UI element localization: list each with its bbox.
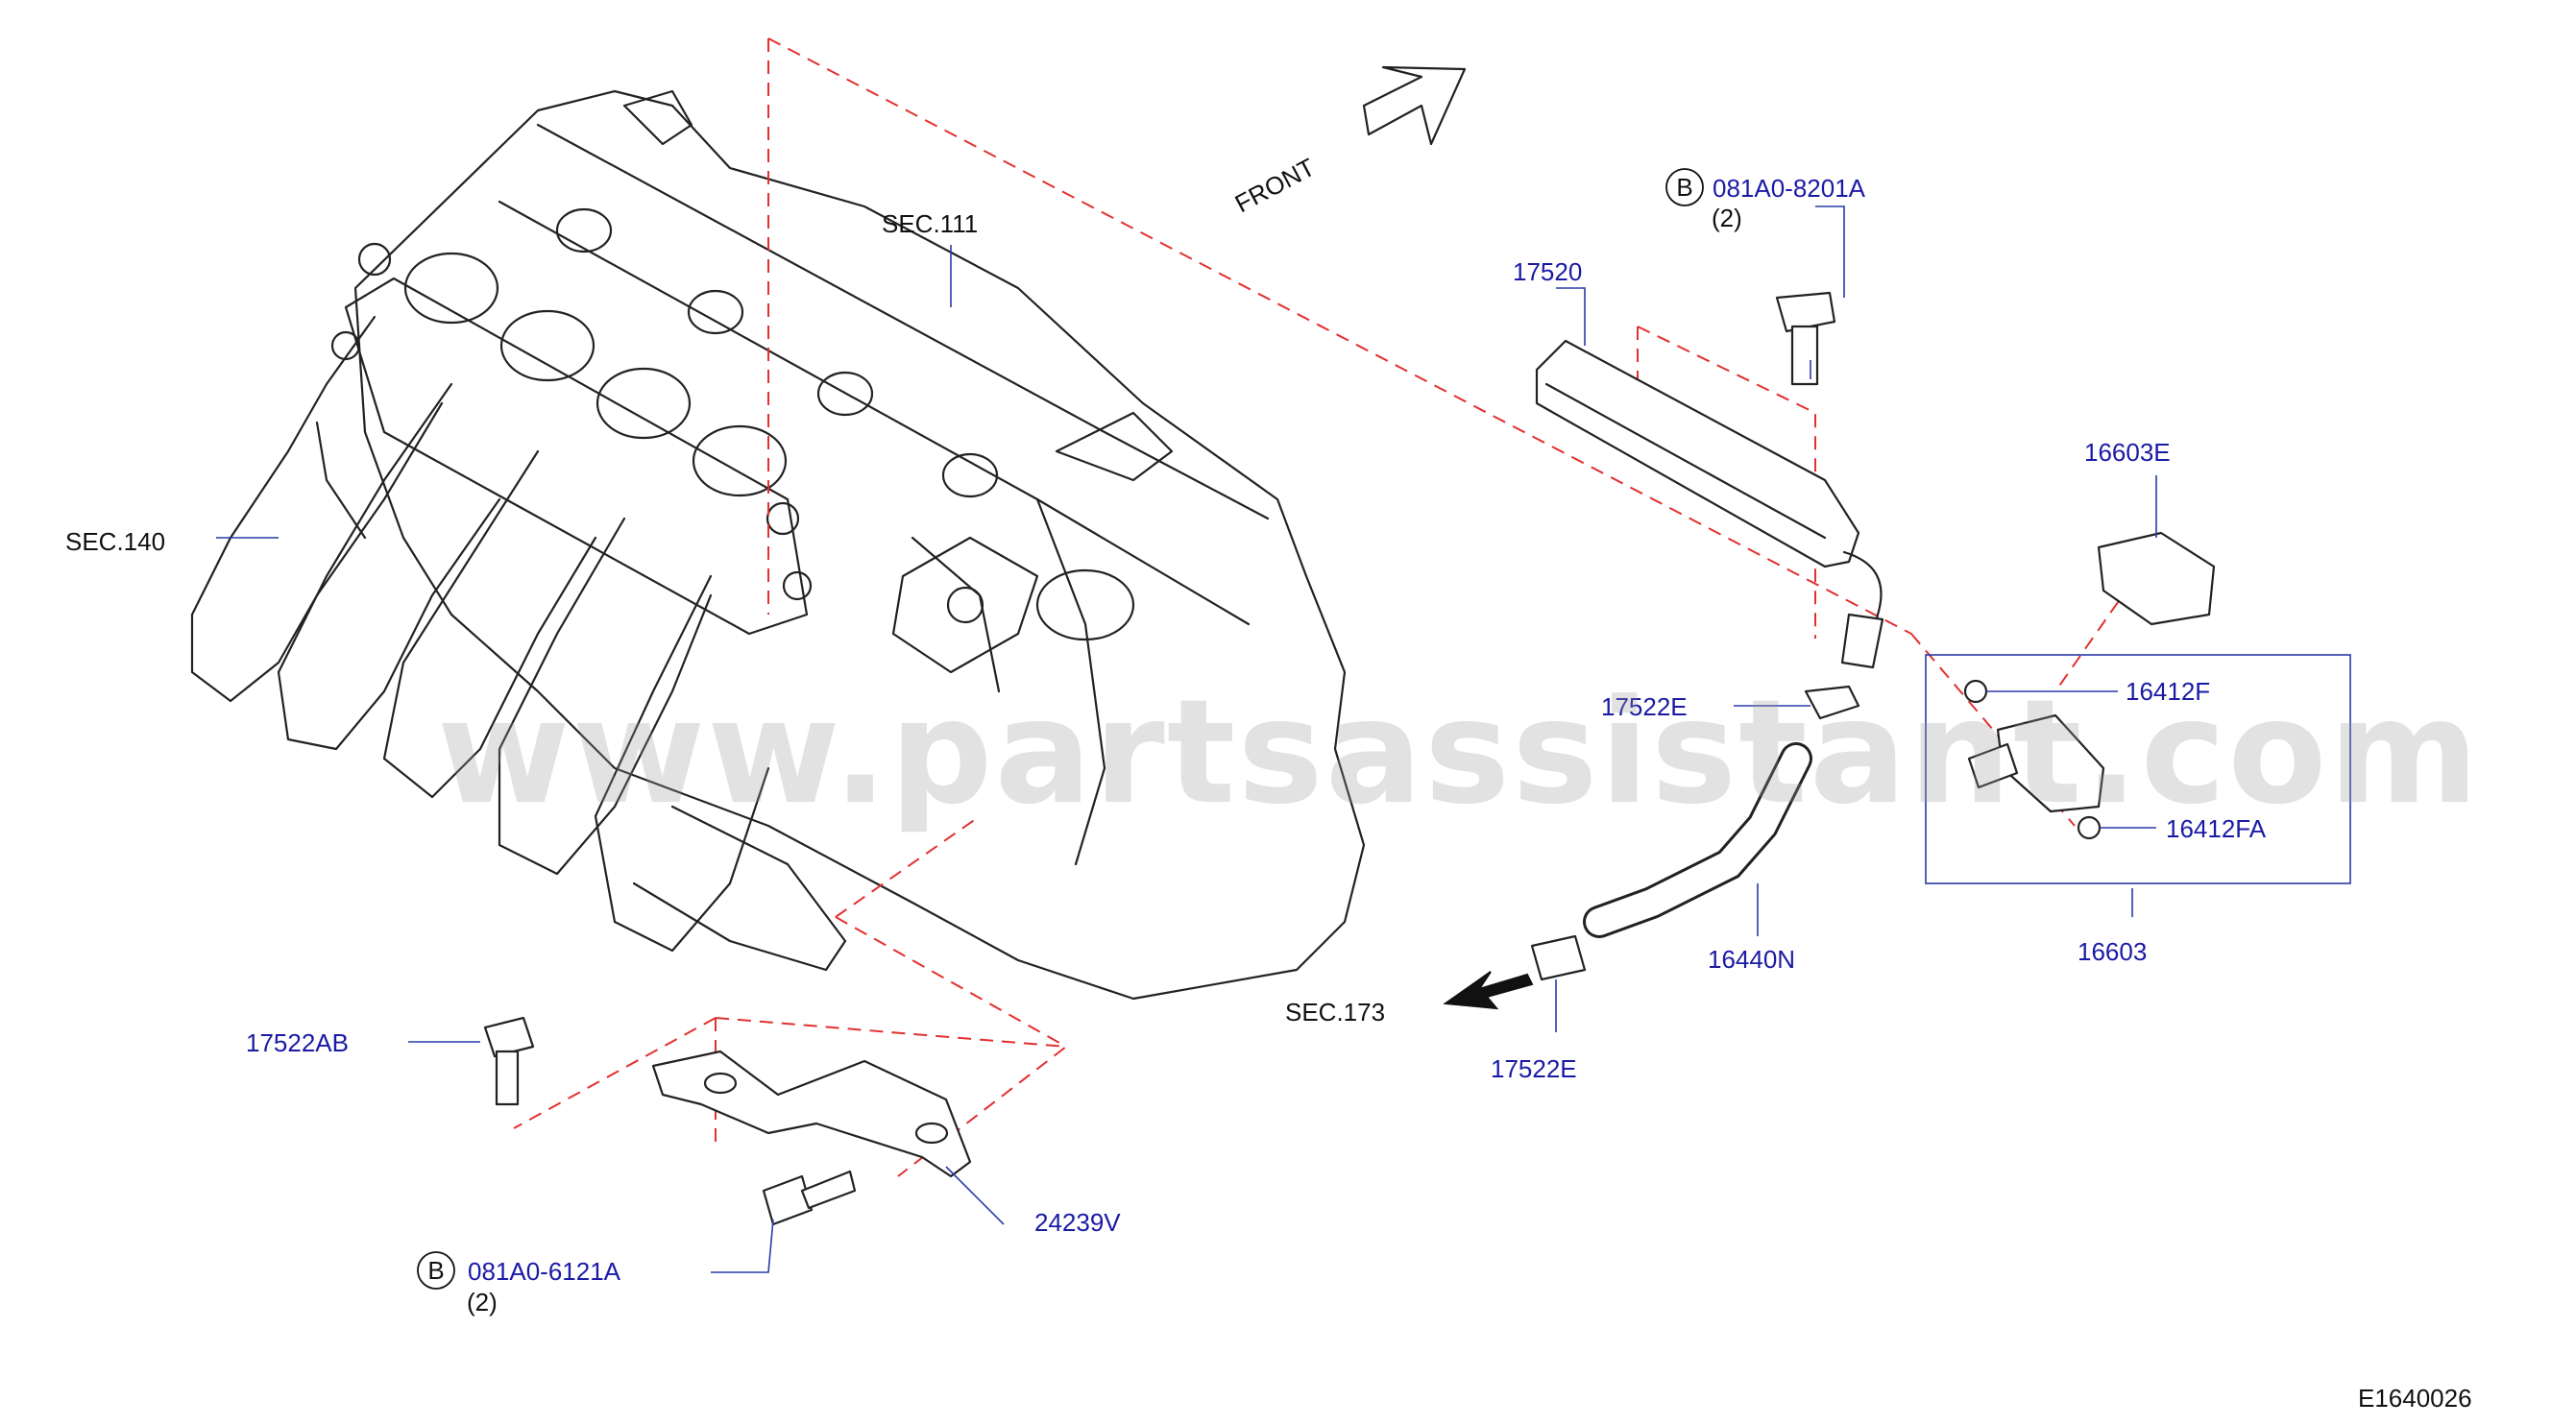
label-17520: 17520 <box>1513 257 1582 286</box>
watermark: www.partsassistant.com <box>437 669 2481 836</box>
fuel-rail <box>1535 339 1884 669</box>
svg-text:B: B <box>1676 173 1692 202</box>
label-17522ab: 17522AB <box>246 1028 349 1057</box>
diagram-id: E1640026 <box>2358 1384 2472 1413</box>
bolt-bottom-code: 081A0-6121A <box>468 1257 621 1286</box>
bracket-24239v <box>651 1050 972 1178</box>
fuel-hose <box>1583 742 1812 938</box>
label-16440n: 16440N <box>1708 945 1795 974</box>
label-17522e-bottom: 17522E <box>1491 1054 1577 1083</box>
label-17522e-top: 17522E <box>1601 692 1688 721</box>
circle-b-bottom: B <box>417 1251 455 1290</box>
label-16412f: 16412F <box>2126 677 2210 706</box>
front-arrow-icon <box>1362 65 1467 146</box>
injector-group-box <box>1925 654 2351 884</box>
label-24239v: 24239V <box>1034 1208 1121 1237</box>
bolt-bottom-qty: (2) <box>467 1288 498 1316</box>
bolt-bottom <box>762 1170 857 1226</box>
circle-b-top: B <box>1665 168 1704 206</box>
sec140-label: SEC.140 <box>65 527 165 556</box>
svg-text:B: B <box>427 1256 444 1285</box>
bolt-top <box>1775 291 1836 386</box>
label-16603e: 16603E <box>2084 438 2171 467</box>
front-label: FRONT <box>1230 153 1320 219</box>
connector-16603e <box>2097 531 2216 626</box>
bolt-top-code: 081A0-8201A <box>1713 174 1866 203</box>
leader-lines <box>216 205 2157 1273</box>
bolt-top-qty: (2) <box>1712 204 1742 232</box>
sec111-label: SEC.111 <box>882 209 978 238</box>
bolt-17522ab <box>483 1016 535 1106</box>
label-16412fa: 16412FA <box>2166 814 2267 843</box>
engine-assembly <box>190 89 1366 1001</box>
sec173-arrow-icon <box>1443 971 1534 1010</box>
clamp-top <box>1804 685 1860 720</box>
sec173-label: SEC.173 <box>1285 998 1385 1026</box>
label-16603: 16603 <box>2078 937 2147 966</box>
clamp-bottom <box>1530 934 1587 981</box>
